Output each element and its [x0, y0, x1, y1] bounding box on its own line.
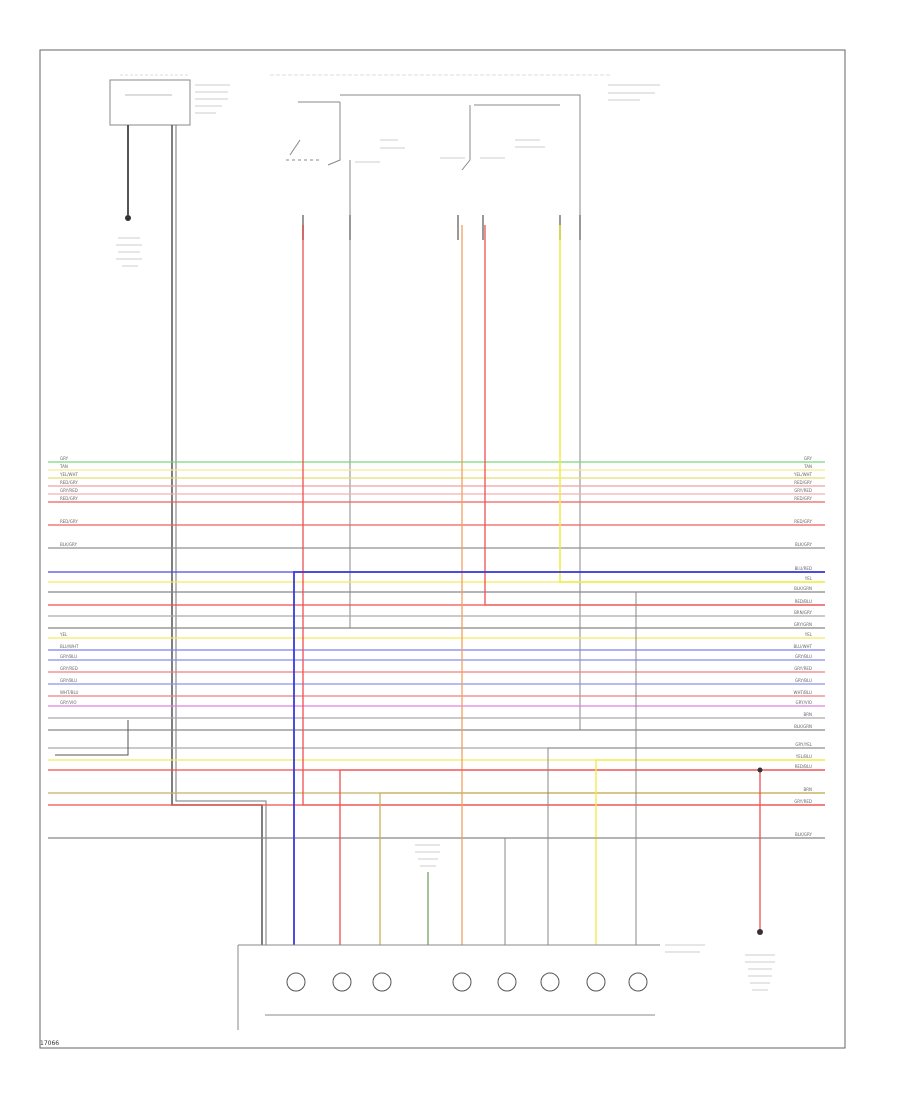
- bus-label-right: YEL/BLU: [795, 754, 812, 759]
- bus-label-right: BLK/GRN: [794, 724, 812, 729]
- top-left-module: [109, 74, 267, 945]
- bus-label-right: BLU/RED: [795, 566, 812, 571]
- bus-label-right: RED/BLU: [795, 599, 813, 604]
- bus-label-right: RED/BLU: [795, 764, 813, 769]
- bus-label-right: TAN: [803, 464, 812, 469]
- instrument-cluster: [237, 944, 705, 1030]
- bus-label-right: GRY/VIO: [796, 700, 812, 705]
- bus-label-right: BLK/GRY: [795, 542, 813, 547]
- bus-label-right: YEL/WHT: [793, 472, 813, 477]
- vertical-wires: [55, 225, 825, 991]
- gauge-8: [628, 972, 648, 992]
- bus-label-left: GRY/VIO: [60, 700, 76, 705]
- bus-label-right: BRN/GRY: [794, 610, 812, 615]
- gauge-1: [286, 972, 306, 992]
- bus-label-right: BRN: [803, 712, 812, 717]
- gauge-3: [372, 972, 392, 992]
- bus-label-left: WHT/BLU: [60, 690, 79, 695]
- bus-label-right: BLK/GRN: [794, 586, 812, 591]
- bus-label-right: RED/GRY: [794, 519, 812, 524]
- bus-label-right: GRY/BLU: [795, 654, 812, 659]
- bus-label-left: GRY/BLU: [60, 678, 77, 683]
- gauge-7: [586, 972, 606, 992]
- bus-label-right: YEL: [804, 632, 813, 637]
- bus-label-right: RED/GRY: [794, 480, 812, 485]
- bus-label-left: YEL/WHT: [59, 472, 79, 477]
- bus-label-right: BLU/WHT: [794, 644, 813, 649]
- bus-label-left: YEL: [59, 632, 68, 637]
- figure-id: 17066: [40, 1040, 60, 1047]
- bus-label-right: BRN: [803, 787, 812, 792]
- diagram-border: [39, 49, 846, 1049]
- wire-bus: GRY GRY TAN TAN YEL/WHT YEL/WHT RED/GRY RED/GRY…: [48, 456, 825, 839]
- bus-label-left: GRY: [60, 456, 69, 461]
- bus-label-right: WHT/BLU: [794, 690, 813, 695]
- bus-label-left: GRY/BLU: [60, 654, 77, 659]
- bus-label-right: RED/GRY: [794, 496, 812, 501]
- bus-label-right: GRY/BLU: [795, 678, 812, 683]
- bus-label-left: BLK/GRY: [60, 542, 78, 547]
- bus-label-right: GRY: [804, 456, 813, 461]
- bus-label-right: GRY/RED: [794, 666, 812, 671]
- bus-label-left: RED/GRY: [60, 519, 78, 524]
- bus-label-right: GRY/RED: [794, 799, 812, 804]
- bus-label-left: GRY/RED: [60, 666, 78, 671]
- switch-harness: [270, 74, 825, 731]
- bus-label-left: GRY/RED: [60, 488, 78, 493]
- bus-label-left: RED/GRY: [60, 480, 78, 485]
- bus-label-left: RED/GRY: [60, 496, 78, 501]
- gauge-4: [452, 972, 472, 992]
- gauge-6: [540, 972, 560, 992]
- gauge-2: [332, 972, 352, 992]
- bus-label-right: GRY/RED: [794, 488, 812, 493]
- bus-label-left: BLU/WHT: [60, 644, 79, 649]
- bus-label-right: YEL: [804, 576, 813, 581]
- gauge-5: [497, 972, 517, 992]
- bus-label-right: BLK/GRY: [795, 832, 813, 837]
- bus-label-right: GRY/YEL: [795, 742, 812, 747]
- bus-label-right: GRY/GRN: [794, 622, 812, 627]
- bus-label-left: TAN: [59, 464, 68, 469]
